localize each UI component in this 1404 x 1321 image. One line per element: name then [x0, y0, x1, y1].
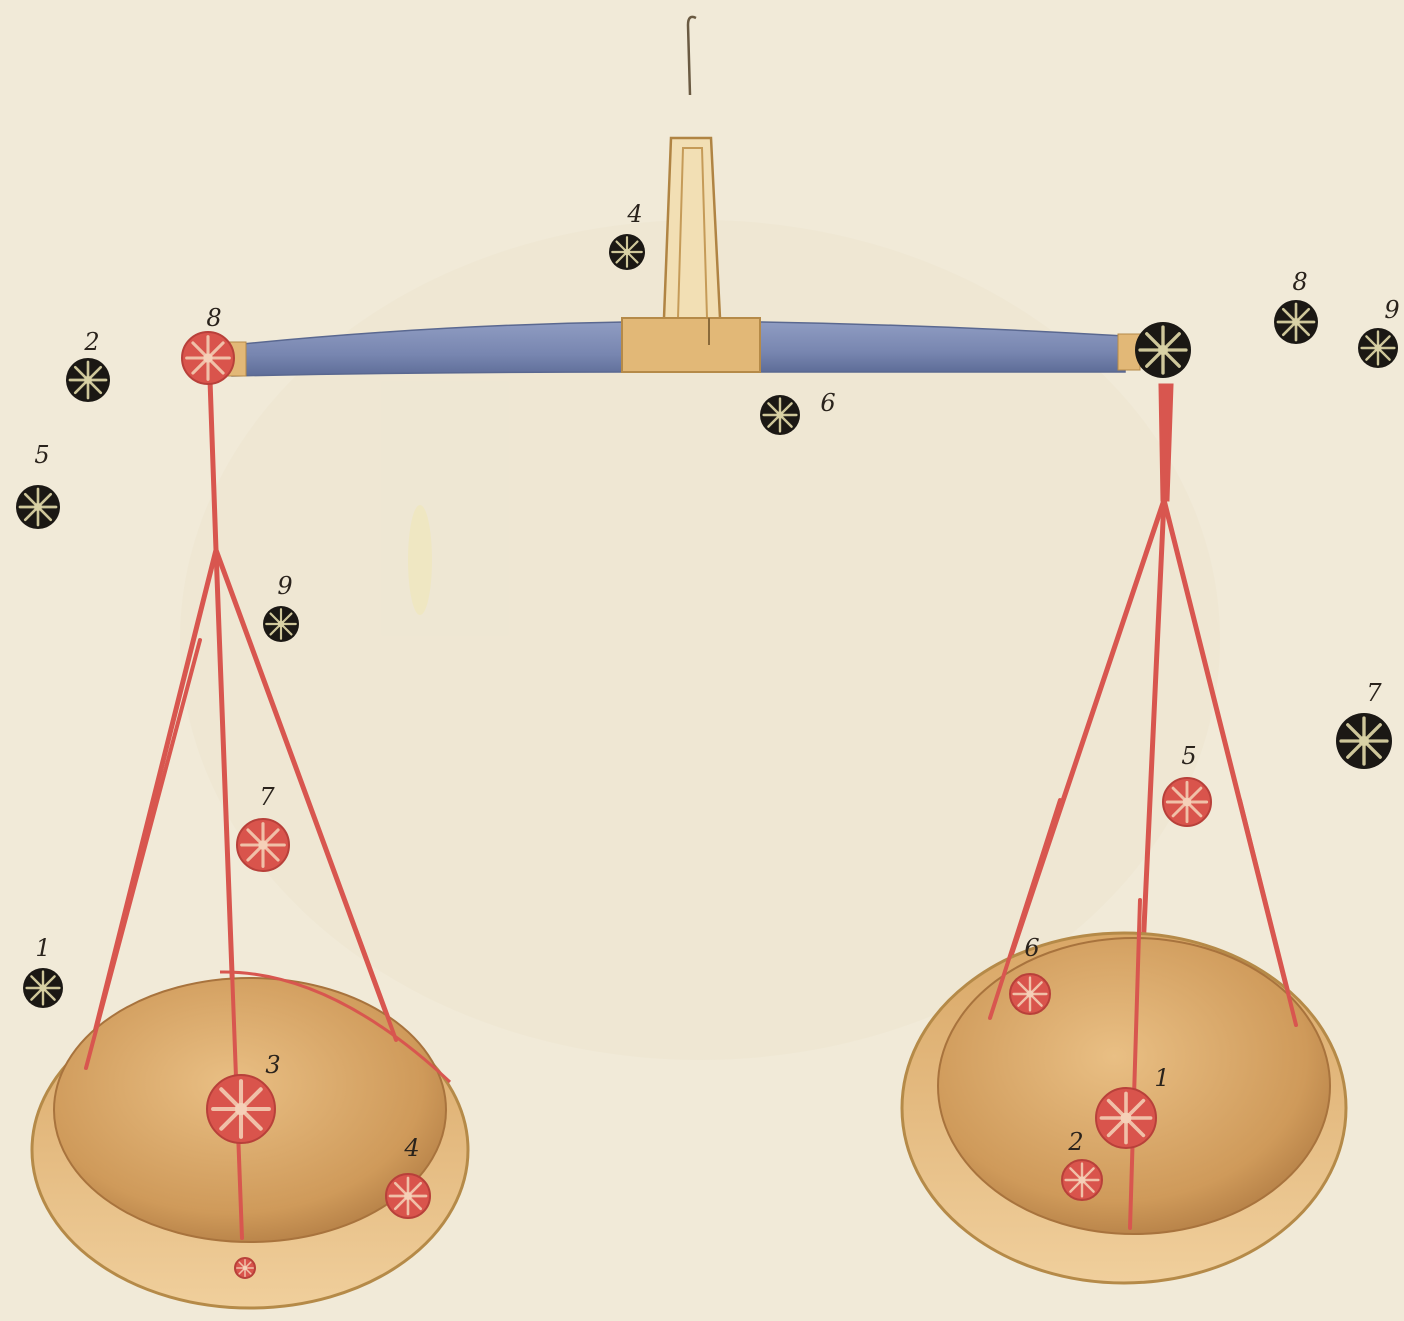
- star-beam-right-end-icon: [1135, 322, 1191, 378]
- star-4-left-pan-icon: [386, 1174, 430, 1218]
- star-6-under-beam-label: 6: [820, 389, 835, 417]
- star-4-pivot-label: 4: [626, 200, 642, 228]
- star-3-left-pan-label: 3: [265, 1051, 280, 1079]
- star-9-far-right-icon: [1358, 328, 1398, 368]
- star-2-upper-left-label: 2: [83, 328, 99, 356]
- star-9-far-right-label: 9: [1384, 296, 1399, 324]
- star-1-right-pan-icon: [1096, 1088, 1156, 1148]
- star-6-right-pan-icon: [1010, 974, 1050, 1014]
- star-9-left-cords-label: 9: [277, 572, 292, 600]
- star-5-left-icon: [16, 485, 60, 529]
- star-7-left-cords-icon: [237, 819, 289, 871]
- star-5-right-cords-icon: [1163, 778, 1211, 826]
- star-6-under-beam-icon: [760, 395, 800, 435]
- star-7-right-label: 7: [1366, 679, 1382, 707]
- star-2-right-pan-label: 2: [1067, 1128, 1083, 1156]
- star-9-left-cords-icon: [263, 606, 299, 642]
- star-2-right-pan-icon: [1062, 1160, 1102, 1200]
- star-1-right-pan-label: 1: [1154, 1064, 1169, 1092]
- star-8-far-right-label: 8: [1292, 268, 1307, 296]
- fulcrum-hanger: [664, 17, 720, 318]
- star-5-left-label: 5: [34, 441, 49, 469]
- fulcrum-block: [622, 318, 760, 372]
- star-7-right-icon: [1336, 713, 1392, 769]
- star-5-right-cords-label: 5: [1181, 742, 1196, 770]
- star-3-left-pan-icon: [207, 1075, 275, 1143]
- star-6-right-pan-label: 6: [1024, 934, 1039, 962]
- star-4-left-pan-label: 4: [403, 1134, 419, 1162]
- star-8-beam-left-icon: [182, 332, 234, 384]
- star-left-pan-bottom-icon: [235, 1258, 255, 1278]
- star-4-pivot-icon: [609, 234, 645, 270]
- star-1-lower-left-icon: [23, 968, 63, 1008]
- star-8-far-right-icon: [1274, 300, 1318, 344]
- star-2-upper-left-icon: [66, 358, 110, 402]
- star-1-lower-left-label: 1: [35, 934, 50, 962]
- star-8-beam-left-label: 8: [206, 304, 221, 332]
- star-7-left-cords-label: 7: [259, 783, 275, 811]
